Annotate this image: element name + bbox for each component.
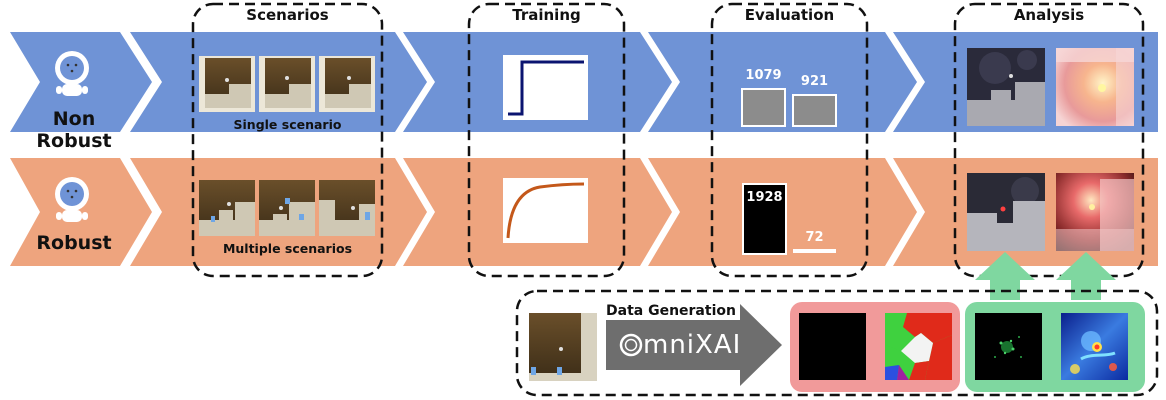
band-segment (648, 32, 917, 132)
analysis-images-non-robust (967, 48, 1134, 126)
stage-title-evaluation: Evaluation (744, 6, 835, 24)
stage-title-training: Training (512, 6, 581, 24)
row-label-non-robust: Non Robust (36, 108, 112, 152)
scenario-caption-multiple: Multiple scenarios (222, 241, 353, 256)
astronaut-icon (55, 177, 89, 222)
eval-value-robust-1: 1928 (746, 190, 783, 205)
eval-value-robust-2: 72 (805, 230, 824, 245)
evaluation-box (710, 2, 869, 278)
scenario-caption-single: Single scenario (233, 117, 342, 132)
saliency-black (799, 313, 866, 380)
stage-title-scenarios: Scenarios (246, 6, 329, 24)
omnixai-logo-icon (619, 333, 643, 357)
eval-value-non-robust-1: 1079 (745, 68, 782, 83)
training-curve-step (503, 55, 588, 120)
saliency-blue-map (1061, 313, 1128, 380)
stage-title-analysis: Analysis (1013, 6, 1085, 24)
omnixai-wordmark: mniXAI (643, 330, 742, 360)
eval-value-non-robust-2: 921 (800, 74, 829, 89)
data-generation-label: Data Generation (606, 303, 736, 319)
generation-arrow (606, 304, 782, 386)
training-box (467, 2, 626, 278)
row-label-robust: Robust (36, 232, 112, 254)
training-curve-smooth (503, 178, 588, 243)
analysis-images-robust (967, 173, 1134, 251)
evaluation-bars-robust (742, 183, 836, 255)
scenario-thumbnails-single (199, 56, 375, 112)
scenarios-box (191, 2, 384, 278)
evaluation-bars-non-robust (741, 88, 837, 127)
data-generation-box (515, 289, 1159, 397)
input-game-frame (529, 313, 597, 381)
astronaut-icon (55, 51, 89, 96)
saliency-segments (885, 313, 952, 380)
saliency-green-dots (975, 313, 1042, 380)
green-up-arrows (975, 252, 1116, 300)
analysis-box (953, 2, 1145, 278)
scenario-thumbnails-multiple (199, 180, 375, 236)
